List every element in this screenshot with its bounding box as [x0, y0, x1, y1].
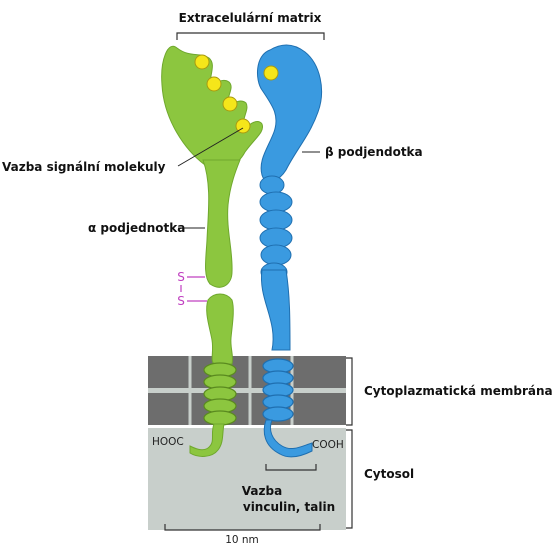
beta-transmembrane-helix: [263, 359, 293, 421]
label-cytosol: Cytosol: [364, 467, 414, 481]
membrane-outer-leaflet: [148, 356, 346, 388]
label-cytoplasmic-membrane: Cytoplazmatická membrána: [364, 384, 553, 398]
ligand-beta: [264, 66, 278, 80]
membrane-bilayer: [148, 356, 346, 425]
ligand-3: [223, 97, 237, 111]
extracellular-bracket: [177, 33, 324, 40]
ligand-1: [195, 55, 209, 69]
label-beta-subunit: β podjendotka: [325, 145, 423, 159]
sulfur-top-label: S: [177, 270, 185, 284]
label-vinculin-line1: Vazba: [242, 484, 282, 498]
beta-head: [257, 45, 321, 182]
ligand-2: [207, 77, 221, 91]
alpha-head: [162, 46, 263, 169]
alpha-lower-segment: [207, 294, 234, 364]
beta-stalk: [260, 176, 292, 350]
membrane-bracket: [346, 358, 352, 425]
label-vinculin-line2: vinculin, talin: [243, 500, 335, 514]
sulfur-bottom-label: S: [177, 294, 185, 308]
alpha-stalk: [203, 160, 240, 287]
label-cooh: COOH: [312, 439, 344, 451]
label-hooc: HOOC: [152, 436, 184, 448]
label-extracellular-matrix: Extracelulární matrix: [179, 11, 322, 25]
label-scale: 10 nm: [225, 534, 259, 546]
disulfide-bond: S S: [177, 270, 207, 308]
cytosol-bracket: [346, 430, 352, 528]
label-signal-binding: Vazba signální molekuly: [2, 160, 166, 174]
label-alpha-subunit: α podjednotka: [88, 221, 185, 235]
alpha-transmembrane-helix: [204, 363, 236, 425]
membrane-inner-leaflet: [148, 393, 346, 425]
